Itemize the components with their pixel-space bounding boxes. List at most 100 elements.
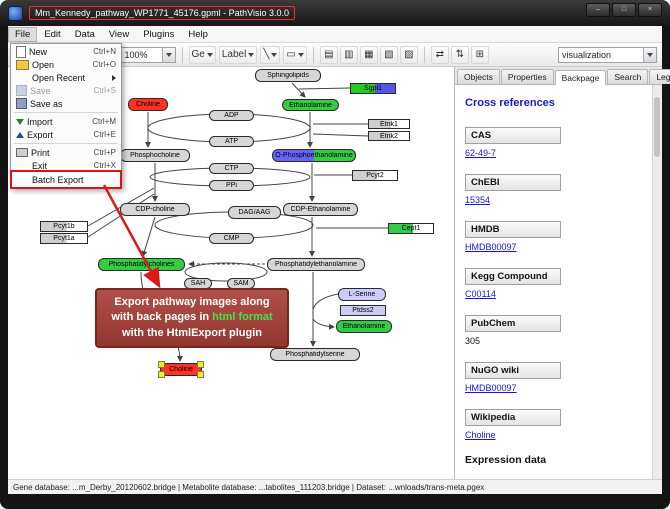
arrange-button-3[interactable]: ⊞ <box>470 45 489 64</box>
align-buttons: ▤▥▦▧▨ <box>319 45 418 64</box>
tab-objects[interactable]: Objects <box>457 69 500 84</box>
open-icon <box>16 59 29 70</box>
crossref-link[interactable]: 15354 <box>465 195 491 205</box>
menu-file[interactable]: File <box>8 26 38 42</box>
pathway-node-sgpl1[interactable]: Sgpl1 <box>350 83 396 94</box>
file-menu-item-save-as[interactable]: Save as <box>12 97 120 110</box>
align-button-1[interactable]: ▤ <box>319 45 338 64</box>
line-tool-button[interactable]: ╲ <box>260 45 281 64</box>
pathway-node-adp[interactable]: ADP <box>209 110 254 121</box>
expression-data-heading: Expression data <box>465 454 547 466</box>
pathway-node-phosphatidylethanolamine[interactable]: Phosphatidylethanolamine <box>267 258 365 271</box>
pathway-edge-17 <box>312 318 335 330</box>
pathway-node-etnk2[interactable]: Etnk2 <box>368 131 410 141</box>
node-label: SAM <box>233 280 249 287</box>
crossref-link[interactable]: C00114 <box>465 289 496 299</box>
align-button-4[interactable]: ▧ <box>379 45 398 64</box>
node-label: Pcyt1a <box>53 235 75 242</box>
selection-handle[interactable] <box>197 371 204 378</box>
pathway-node-o-phosphoethanolamine[interactable]: O-Phosphoethanolamine <box>272 149 356 162</box>
node-label: Ptdss2 <box>352 307 374 314</box>
selection-handle[interactable] <box>158 361 165 368</box>
arrange-button-1[interactable]: ⇄ <box>430 45 449 64</box>
pathway-node-atp[interactable]: ATP <box>209 136 254 147</box>
pathway-node-cdp-choline[interactable]: CDP-choline <box>120 203 190 216</box>
pathway-node-ppi[interactable]: PPi <box>209 180 254 191</box>
pathway-node-phosphatidylserine[interactable]: Phosphatidylserine <box>270 348 360 361</box>
tab-backpage[interactable]: Backpage <box>554 70 607 85</box>
crossref-link[interactable]: Choline <box>465 430 496 440</box>
zoom-dropdown-icon[interactable] <box>161 47 175 62</box>
selection-handle[interactable] <box>197 361 204 368</box>
pathway-node-ethanolamine-2[interactable]: Ethanolamine <box>336 320 392 333</box>
pathway-node-cmp[interactable]: CMP <box>209 233 254 244</box>
visualization-dropdown-icon[interactable] <box>643 47 656 62</box>
menu-edit[interactable]: Edit <box>44 28 61 40</box>
node-label: Phosphatidylethanolamine <box>274 261 358 268</box>
pathway-node-sphingolipids[interactable]: Sphingolipids <box>255 69 321 82</box>
pathway-node-pcyt1a[interactable]: Pcyt1a <box>40 233 88 244</box>
arrange-button-2[interactable]: ⇅ <box>450 45 469 64</box>
pathway-node-pcyt1b[interactable]: Pcyt1b <box>40 221 88 232</box>
pathway-node-phosphocholine[interactable]: Phosphocholine <box>120 149 190 162</box>
datanode-tool-button[interactable]: Ge <box>188 45 216 64</box>
pathway-node-ctp[interactable]: CTP <box>209 163 254 174</box>
tab-properties[interactable]: Properties <box>500 69 554 84</box>
statusbar: Gene database: ...m_Derby_20120602.bridg… <box>8 479 662 494</box>
close-button[interactable]: × <box>638 3 662 17</box>
align-button-3[interactable]: ▦ <box>359 45 378 64</box>
file-menu-item-open-recent[interactable]: Open Recent <box>12 71 120 84</box>
zoom-combobox[interactable]: 100% <box>120 46 176 63</box>
crossref-value: 305 <box>465 336 481 346</box>
tab-legend[interactable]: Legend <box>649 69 670 84</box>
pathway-node-dag[interactable]: DAG/AAG <box>228 206 281 219</box>
visualization-combobox[interactable]: visualization <box>558 46 657 63</box>
pathway-node-cept1[interactable]: Cept1 <box>388 223 434 234</box>
align-button-5[interactable]: ▨ <box>399 45 418 64</box>
minimize-button[interactable]: – <box>586 3 610 17</box>
pathway-node-cdp-ethanolamine[interactable]: CDP-Ethanolamine <box>283 203 358 216</box>
panel-scrollbar[interactable] <box>652 85 662 479</box>
pathway-edge-10 <box>312 133 369 137</box>
menu-data[interactable]: Data <box>74 28 95 40</box>
pathway-node-ptdss2[interactable]: Ptdss2 <box>340 305 386 316</box>
crossref-link[interactable]: 62-49-7 <box>465 148 497 158</box>
pathway-node-pcyt2[interactable]: Pcyt2 <box>352 170 398 181</box>
saveas-icon <box>16 98 27 109</box>
menu-plugins[interactable]: Plugins <box>143 28 175 40</box>
crossref-link[interactable]: HMDB00097 <box>465 383 517 393</box>
window-controls: – □ × <box>586 3 662 17</box>
pathway-node-l-serine[interactable]: L-Serine <box>338 288 386 301</box>
app-icon <box>8 5 23 21</box>
pathway-node-phosphatidylcholines[interactable]: Phosphatidylcholines <box>98 258 185 271</box>
label-tool-button[interactable]: Label <box>218 45 258 64</box>
align-button-2[interactable]: ▥ <box>339 45 358 64</box>
pathway-node-choline-selected[interactable]: Choline <box>158 361 204 378</box>
maximize-button[interactable]: □ <box>612 3 636 17</box>
datasource-header: PubChem <box>465 315 561 332</box>
crossref-link[interactable]: HMDB00097 <box>465 242 517 252</box>
menu-item-label: Batch Export <box>32 174 84 185</box>
shape-tool-button[interactable]: ▭ <box>283 45 307 64</box>
datasource-header: Wikipedia <box>465 409 561 426</box>
pathway-node-ethanolamine-top[interactable]: Ethanolamine <box>282 99 339 111</box>
menu-view[interactable]: View <box>108 28 130 40</box>
file-menu-item-batch-export[interactable]: Batch Export <box>10 170 122 189</box>
titlebar: Mm_Kennedy_pathway_WP1771_45176.gpml - P… <box>0 0 670 26</box>
menu-help[interactable]: Help <box>188 28 208 40</box>
pathway-node-etnk1[interactable]: Etnk1 <box>368 119 410 129</box>
side-panel: ObjectsPropertiesBackpageSearchLegend Cr… <box>455 67 670 479</box>
node-label: Choline <box>169 366 193 373</box>
pathway-node-choline-top[interactable]: Choline <box>128 98 168 111</box>
selection-handle[interactable] <box>158 371 165 378</box>
tab-search[interactable]: Search <box>607 69 649 84</box>
node-label: CMP <box>223 235 240 242</box>
